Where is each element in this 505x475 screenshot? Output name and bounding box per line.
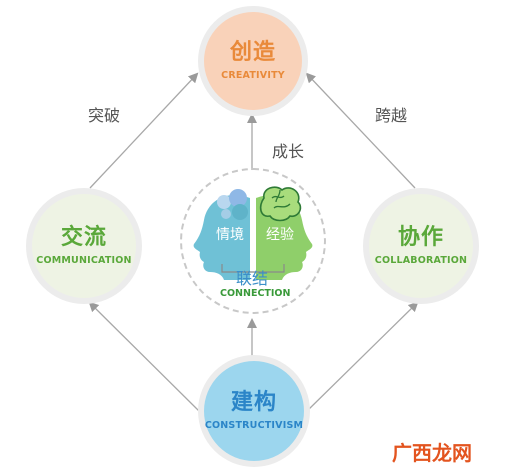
center-title: 联结 (236, 269, 269, 288)
node-communication: 交流 COMMUNICATION (32, 194, 136, 298)
center-heads-illustration (193, 186, 313, 280)
node-collaboration: 协作 COLLABORATION (369, 194, 473, 298)
thought-bubble (229, 189, 247, 207)
node-communication-title: 交流 (60, 225, 107, 251)
node-collaboration-subtitle: COLLABORATION (374, 254, 468, 266)
node-collaboration-title: 协作 (397, 225, 444, 251)
brain-icon (259, 186, 302, 222)
arrow-bottom-to-right (305, 301, 419, 413)
node-creativity: 创造 CREATIVITY (204, 12, 302, 110)
thought-bubble (221, 209, 231, 219)
node-communication-subtitle: COMMUNICATION (36, 254, 132, 266)
edge-label-right-top: 跨越 (373, 102, 410, 126)
bracket-divider (221, 264, 285, 273)
node-constructivism: 建构 CONSTRUCTIVISM (204, 361, 304, 461)
node-creativity-title: 创造 (229, 40, 276, 66)
edge-label-left-top: 突破 (86, 102, 123, 126)
thought-bubble (232, 204, 248, 220)
arrow-left-to-top (89, 72, 199, 189)
node-constructivism-title: 建构 (230, 390, 277, 416)
center-left-head-label: 情境 (216, 227, 244, 243)
center-subtitle: CONNECTION (220, 288, 291, 299)
node-creativity-subtitle: CREATIVITY (221, 69, 285, 81)
watermark: 广西龙网 (392, 441, 472, 465)
edge-label-center-top: 成长 (270, 138, 307, 162)
node-constructivism-subtitle: CONSTRUCTIVISM (204, 419, 304, 431)
center-right-head-label: 经验 (266, 227, 294, 243)
thought-bubble (217, 195, 231, 209)
center-dashed-ring (180, 168, 326, 314)
arrow-right-to-top (305, 72, 416, 189)
arrow-bottom-to-left (88, 301, 201, 413)
